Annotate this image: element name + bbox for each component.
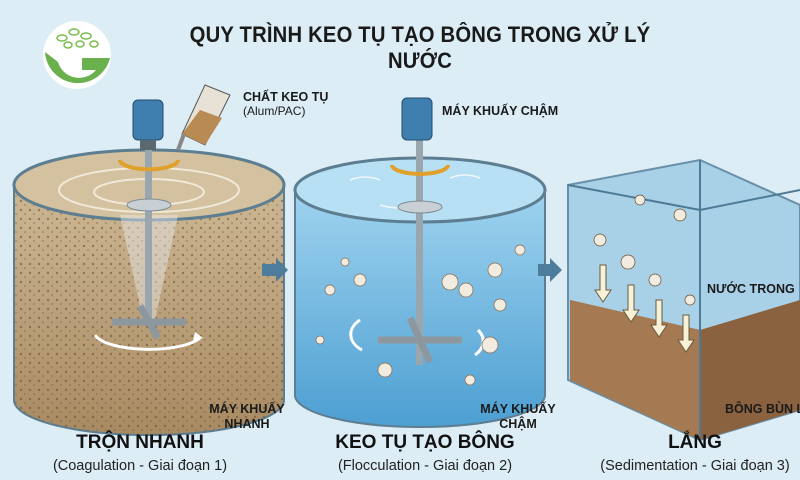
coagulant-label: CHẤT KEO TỤ: [243, 90, 329, 104]
sedimentation-tank: [567, 158, 800, 442]
stage-3-subtitle: (Sedimentation - Giai đoạn 3): [600, 458, 790, 474]
coagulant-sub-label: (Alum/PAC): [243, 104, 306, 118]
slow-mixer-bottom-line2: CHẬM: [499, 417, 537, 431]
fast-mixer-label-line2: NHANH: [224, 417, 270, 431]
arrow-icon: [262, 258, 288, 282]
arrow-icon: [538, 258, 562, 282]
clear-water-label: NƯỚC TRONG: [707, 282, 795, 296]
coagulant-bottle: [176, 84, 231, 151]
slow-mixer-bottom-line1: MÁY KHUẤY: [480, 402, 556, 416]
flocculation-tank: [293, 97, 547, 428]
stage-2-title: KEO TỤ TẠO BÔNG: [335, 432, 515, 453]
fast-mixer-label-line1: MÁY KHUẤY: [209, 402, 285, 416]
slow-mixer-label: MÁY KHUẤY CHẬM: [442, 104, 559, 118]
rapid-mix-tank: [12, 99, 286, 436]
stage-1-title: TRỘN NHANH: [76, 432, 204, 453]
logo: [43, 21, 111, 89]
stage-1-subtitle: (Coagulation - Giai đoạn 1): [52, 458, 228, 474]
page-title: QUY TRÌNH KEO TỤ TẠO BÔNG TRONG XỬ LÝ NƯ…: [189, 22, 651, 73]
stage-3-title: LẮNG: [668, 432, 722, 453]
sludge-label: BÔNG BÙN L: [725, 402, 800, 416]
stage-2-subtitle: (Flocculation - Giai đoạn 2): [337, 458, 513, 474]
